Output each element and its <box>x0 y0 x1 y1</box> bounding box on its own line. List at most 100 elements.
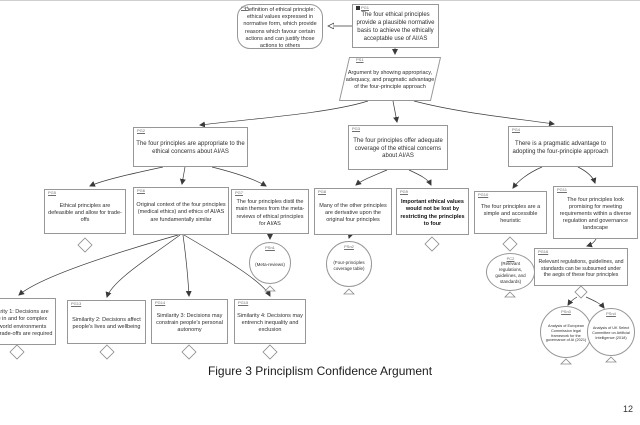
goal-node-pg11: PG11 The four principles look promising … <box>553 186 638 239</box>
node-id-label: PG16 <box>538 249 549 254</box>
link-pg3-pg9 <box>408 169 432 186</box>
link-pg2-pg7 <box>211 166 267 187</box>
node-id-label: PG5 <box>48 190 57 195</box>
goal-node-pg4: PG4 There is a pragmatic advantage to ad… <box>508 126 613 167</box>
link-pg6-pg13 <box>105 234 181 298</box>
node-id-label: PSn3 <box>561 309 571 314</box>
goal-node-pg7: PG7 The four principles distil the main … <box>231 189 309 234</box>
node-text: Similarity 4: Decisions may entrench ine… <box>237 312 303 334</box>
goal-node-pg1: PG1 The four ethical principles provide … <box>352 4 439 48</box>
node-text: The four principles distil the main them… <box>235 199 305 227</box>
node-id-text: PG1 <box>361 5 370 10</box>
solution-node-psn2: PSn2 (Four-principles coverage table) <box>326 241 372 287</box>
node-id-label: PG9 <box>400 189 409 194</box>
away-triangle-psn3 <box>560 358 572 365</box>
undeveloped-diamond-pg14 <box>181 344 197 360</box>
strategy-node-ps1: PS1 Argument by showing appropriacy, ade… <box>338 57 442 101</box>
undeveloped-diamond-pg12 <box>9 344 25 360</box>
node-text: The four principles are appropriate to t… <box>136 141 245 155</box>
node-id-label: PG6 <box>137 188 146 193</box>
away-triangle-pc2 <box>504 291 516 298</box>
node-id-label: PC1 <box>241 5 249 10</box>
link-pg3-pg8 <box>355 169 388 186</box>
goal-node-pg16: PG16 Relevant regulations, guidelines, a… <box>534 248 628 286</box>
node-id-label: PSn1 <box>265 245 275 250</box>
undeveloped-diamond-pg10 <box>502 236 518 252</box>
node-id-label: PG3 <box>352 126 361 131</box>
context-node-pc2: PC2 (Relevant regulations, guidelines, a… <box>486 253 535 291</box>
node-text: Similarity 3: Decisions may constrain pe… <box>156 312 223 334</box>
goal-node-pg15: PG15 Similarity 4: Decisions may entrenc… <box>234 299 306 344</box>
page-number: 12 <box>622 404 633 414</box>
goal-node-pg8: PG8 Many of the other principles are der… <box>314 188 392 235</box>
node-text: There is a pragmatic advantage to adopti… <box>512 140 609 155</box>
node-id-label: PG13 <box>71 301 82 306</box>
node-id-label: PSn4 <box>606 311 616 316</box>
away-triangle-psn1 <box>264 285 276 292</box>
undeveloped-diamond-pg5 <box>77 237 93 253</box>
link-pg2-pg6 <box>179 166 186 185</box>
node-text: Ethical principles are defeasible and al… <box>48 202 122 224</box>
module-icon <box>356 6 360 10</box>
node-text: (Relevant regulations, guidelines, and s… <box>495 261 526 284</box>
node-id-label: PG14 <box>155 300 166 305</box>
away-triangle-psn4 <box>605 356 617 363</box>
goal-node-pg14: PG14 Similarity 3: Decisions may constra… <box>151 299 228 344</box>
link-pg4-pg11 <box>577 166 597 184</box>
context-node-pc1: PC1 Definition of ethical principle: eth… <box>237 4 323 49</box>
undeveloped-diamond-pg16 <box>574 285 588 299</box>
node-text: (Meta-reviews) <box>255 261 285 267</box>
link-ps1-pg4 <box>413 100 555 127</box>
goal-node-pg5: PG5 Ethical principles are defeasible an… <box>44 189 126 234</box>
node-text: (Four-principles coverage table) <box>333 259 365 271</box>
node-id-label: PG11 <box>557 187 567 192</box>
node-text: Many of the other principles are derivat… <box>319 202 387 224</box>
node-text: Analysis of European Commission legal fr… <box>545 324 587 343</box>
node-text: Original context of the four principles … <box>136 202 226 223</box>
solution-node-psn3: PSn3 Analysis of European Commission leg… <box>540 306 592 358</box>
node-text: The four principles are a simple and acc… <box>480 203 541 225</box>
link-pg6-pg14 <box>182 234 192 297</box>
node-id-label: PG4 <box>512 127 521 132</box>
link-pg16-psn4 <box>585 296 605 309</box>
link-pg8-psn2 <box>347 232 354 239</box>
undeveloped-diamond-pg15 <box>262 344 278 360</box>
node-text: Similarity 2: Decisions affect people's … <box>72 316 141 330</box>
node-id-label: PG2 <box>137 128 146 133</box>
node-id-label: PSn2 <box>344 244 354 249</box>
link-pg2-pg5 <box>89 166 164 187</box>
away-triangle-psn2 <box>343 288 355 295</box>
link-pg6-pg12 <box>18 234 179 296</box>
undeveloped-diamond-pg13 <box>99 344 115 360</box>
node-id-label: PG15 <box>238 300 249 305</box>
node-id-label: PG8 <box>318 189 327 194</box>
link-pg11-pg16 <box>586 238 597 248</box>
goal-node-pg6: PG6 Original context of the four princip… <box>133 187 229 235</box>
node-text: Argument by showing appropriacy, adequac… <box>345 69 435 91</box>
node-text: The four principles look promising for m… <box>559 196 632 232</box>
link-pg16-psn3 <box>567 296 578 306</box>
node-id-label: PG7 <box>235 190 244 195</box>
node-text: Similarity 1: Decisions are made in and … <box>0 309 53 337</box>
undeveloped-diamond-pg9 <box>424 236 440 252</box>
node-id-label: PC2 <box>506 256 515 261</box>
goal-node-pg3: PG3 The four principles offer adequate c… <box>348 125 448 170</box>
node-text: Analysis of UK Select Committee on Artif… <box>592 326 630 340</box>
goal-node-pg10: PG10 The four principles are a simple an… <box>474 191 547 234</box>
goal-node-pg2: PG2 The four principles are appropriate … <box>133 127 248 167</box>
goal-node-pg12: PG12 Similarity 1: Decisions are made in… <box>0 298 56 345</box>
node-id-label: PG1 <box>356 6 369 10</box>
node-text: The four ethical principles provide a pl… <box>356 12 435 42</box>
goal-node-pg13: PG13 Similarity 2: Decisions affect peop… <box>67 300 146 344</box>
node-id-label: PS1 <box>356 57 364 62</box>
link-ps1-pg2 <box>199 100 369 128</box>
link-pg4-pg10 <box>512 166 543 189</box>
node-text: Relevant regulations, guidelines, and st… <box>538 258 624 279</box>
node-text: The four principles offer adequate cover… <box>353 137 443 160</box>
figure-caption: Figure 3 Principlism Confidence Argument <box>207 364 433 378</box>
solution-node-psn4: PSn4 Analysis of UK Select Committee on … <box>587 308 635 356</box>
solution-node-psn1: PSn1 (Meta-reviews) <box>249 242 291 284</box>
goal-node-pg9: PG9 Important ethical values would not b… <box>396 188 469 235</box>
